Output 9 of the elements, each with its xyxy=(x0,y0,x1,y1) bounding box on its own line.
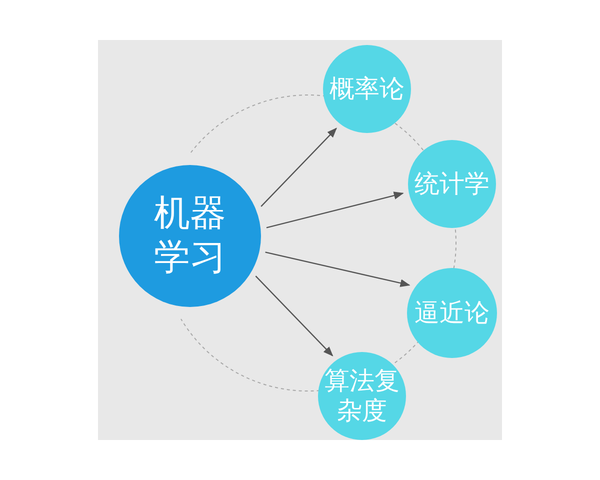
arrow xyxy=(260,128,337,207)
topic-circle: 概率论 xyxy=(323,45,411,133)
topic-circle: 算法复杂度 xyxy=(318,352,406,440)
main-circle: 机器学习 xyxy=(119,165,261,307)
arrow xyxy=(266,192,404,228)
arrow xyxy=(265,252,410,287)
topic-circle: 逼近论 xyxy=(407,268,497,358)
arrow xyxy=(255,276,334,356)
topic-circle: 统计学 xyxy=(408,140,496,228)
